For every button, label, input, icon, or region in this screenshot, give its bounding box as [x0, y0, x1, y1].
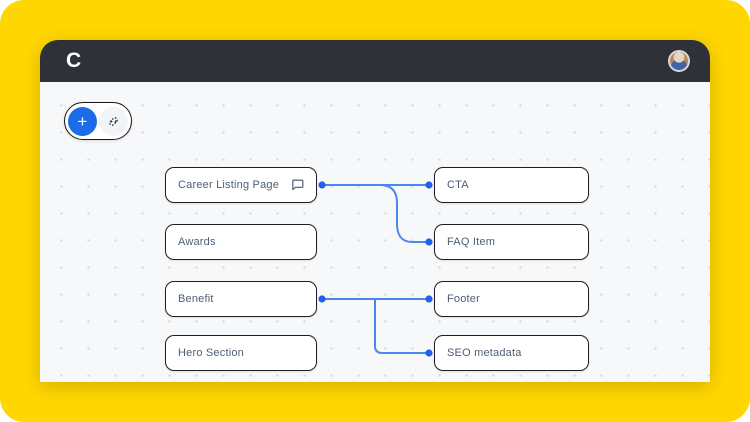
port-dot: [425, 349, 433, 357]
comment-bubble-icon[interactable]: [291, 179, 304, 191]
port-dot: [318, 295, 326, 303]
titlebar: C: [40, 40, 710, 82]
node-faq-item[interactable]: FAQ Item: [434, 224, 589, 260]
node-career-listing-page[interactable]: Career Listing Page: [165, 167, 317, 203]
flow-canvas[interactable]: + Career Listing Page: [40, 82, 710, 382]
node-cta[interactable]: CTA: [434, 167, 589, 203]
node-label: Benefit: [178, 293, 214, 305]
edge-careerlisting-faqitem: [379, 184, 429, 243]
user-avatar[interactable]: [668, 50, 690, 72]
node-label: Footer: [447, 293, 480, 305]
flow-sparkle-icon: [109, 116, 118, 126]
node-label: CTA: [447, 179, 469, 191]
port-dot: [425, 295, 433, 303]
add-node-button[interactable]: +: [68, 106, 97, 136]
node-awards[interactable]: Awards: [165, 224, 317, 260]
node-label: Hero Section: [178, 347, 244, 359]
port-dot: [425, 238, 433, 246]
node-footer[interactable]: Footer: [434, 281, 589, 317]
node-label: Awards: [178, 236, 216, 248]
app-window: C: [40, 40, 710, 382]
node-benefit[interactable]: Benefit: [165, 281, 317, 317]
connector-lines: [318, 181, 433, 357]
node-label: FAQ Item: [447, 236, 496, 248]
contentful-logo: C: [66, 48, 82, 72]
auto-flow-button[interactable]: [99, 106, 128, 136]
node-hero-section[interactable]: Hero Section: [165, 335, 317, 371]
port-dot: [425, 181, 433, 189]
port-dot: [318, 181, 326, 189]
node-seo-metadata[interactable]: SEO metadata: [434, 335, 589, 371]
plus-icon: +: [77, 111, 88, 131]
edge-benefit-seometadata: [374, 299, 429, 354]
canvas-toolbar: +: [64, 102, 132, 140]
node-label: SEO metadata: [447, 347, 522, 359]
node-label: Career Listing Page: [178, 179, 280, 191]
